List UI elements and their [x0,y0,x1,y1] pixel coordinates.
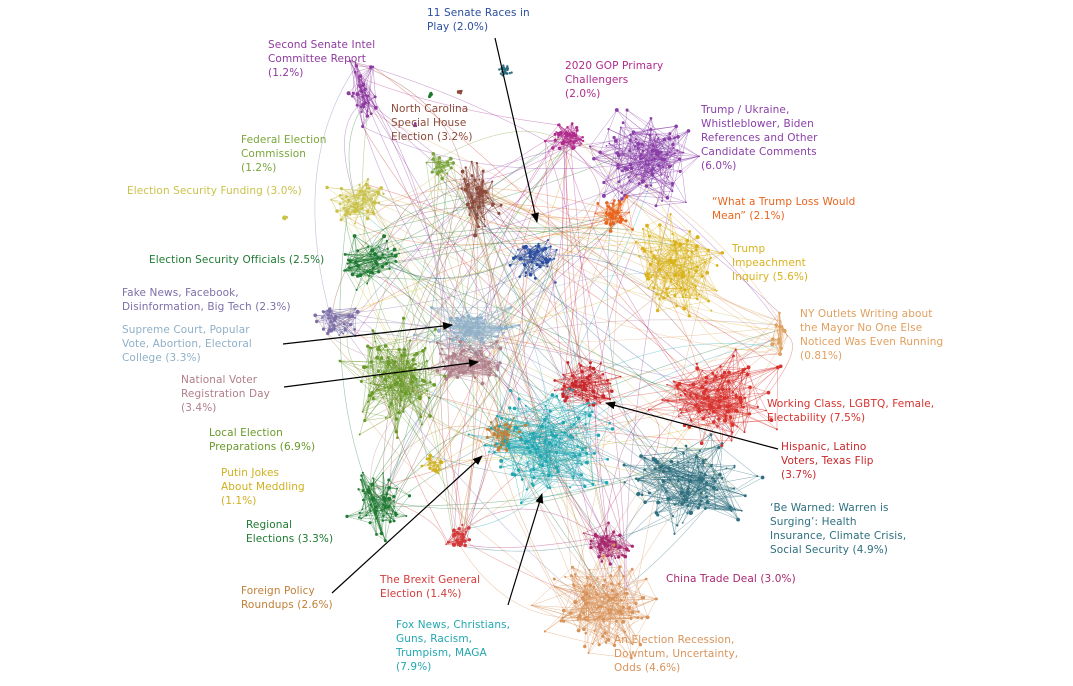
label-foreign-policy-roundups: Foreign Policy Roundups (2.6%) [241,585,333,611]
label-senate-intel: Second Senate Intel Committee Report (1.… [268,39,376,79]
callout-arrow-4 [605,401,779,450]
label-election-recession: An Election Recession, Downtum, Uncertai… [614,634,739,674]
label-senate-races: 11 Senate Races in Play (2.0%) [427,7,530,33]
callout-arrow-2 [282,322,453,345]
label-ny-outlets: NY Outlets Writing about the Mayor No On… [800,308,944,362]
label-election-security-funding: Election Security Funding (3.0%) [127,185,302,197]
label-brexit-election: The Brexit General Election (1.4%) [380,574,481,600]
network-nodes [282,60,789,660]
label-china-trade-deal: China Trade Deal (3.0%) [666,573,796,585]
callout-arrows [282,37,779,606]
label-warren-surging: ‘Be Warned: Warren is Surging’: Health I… [770,502,907,556]
label-nc-special-election: North Carolina Special House Election (3… [391,103,473,143]
label-fox-news: Fox News, Christians, Guns, Racism, Trum… [396,619,511,673]
label-hispanic-latino: Hispanic, Latino Voters, Texas Flip (3.7… [781,441,874,481]
callout-arrow-5 [331,455,483,594]
callout-arrow-6 [507,493,544,606]
label-gop-primary: 2020 GOP Primary Challengers (2.0%) [565,60,664,100]
label-fake-news: Fake News, Facebook, Disinformation, Big… [122,287,291,313]
label-voter-registration-day: National Voter Registration Day (3.4%) [181,374,270,414]
callout-arrow-1 [494,37,539,223]
label-regional-elections: Regional Elections (3.3%) [246,519,334,545]
label-supreme-court: Supreme Court, Popular Vote, Abortion, E… [122,324,252,364]
label-federal-election-commission: Federal Election Commission (1.2%) [241,134,327,174]
label-election-security-officials: Election Security Officials (2.5%) [149,254,325,266]
label-putin-jokes: Putin Jokes About Meddling (1.1%) [221,467,305,507]
label-impeachment-inquiry: Trump Impeachment Inquiry (5.6%) [732,243,809,283]
callout-arrow-3 [283,359,479,388]
label-working-class: Working Class, LGBTQ, Female, Electabili… [767,398,935,424]
label-trump-loss: “What a Trump Loss Would Mean” (2.1%) [712,196,856,222]
label-local-election-preparations: Local Election Preparations (6.9%) [209,427,316,453]
label-trump-ukraine: Trump / Ukraine, Whistleblower, Biden Re… [701,104,818,172]
